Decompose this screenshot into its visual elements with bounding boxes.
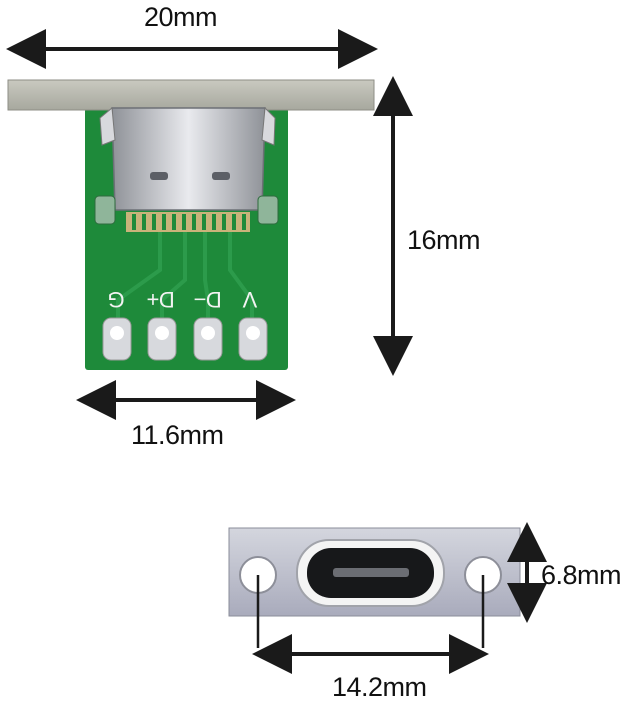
pin-label-dminus: D− — [194, 287, 222, 312]
dimension-label-width-top: 20mm — [144, 2, 218, 32]
pin-label-v: V — [243, 287, 258, 312]
hole-spacing-arrow — [252, 575, 489, 674]
usb-c-breakout-board — [7, 79, 375, 370]
dimension-label-width-pcb: 11.6mm — [131, 420, 224, 450]
pin-label-g: G — [108, 287, 125, 312]
usb-c-end-view — [228, 527, 521, 617]
pin-pads — [102, 317, 268, 361]
dimension-label-height-side: 16mm — [407, 225, 481, 255]
dimension-label-hole-spacing: 14.2mm — [332, 672, 427, 702]
pin-label-dplus: D+ — [147, 287, 175, 312]
dimension-label-height-end: 6.8mm — [541, 560, 622, 590]
